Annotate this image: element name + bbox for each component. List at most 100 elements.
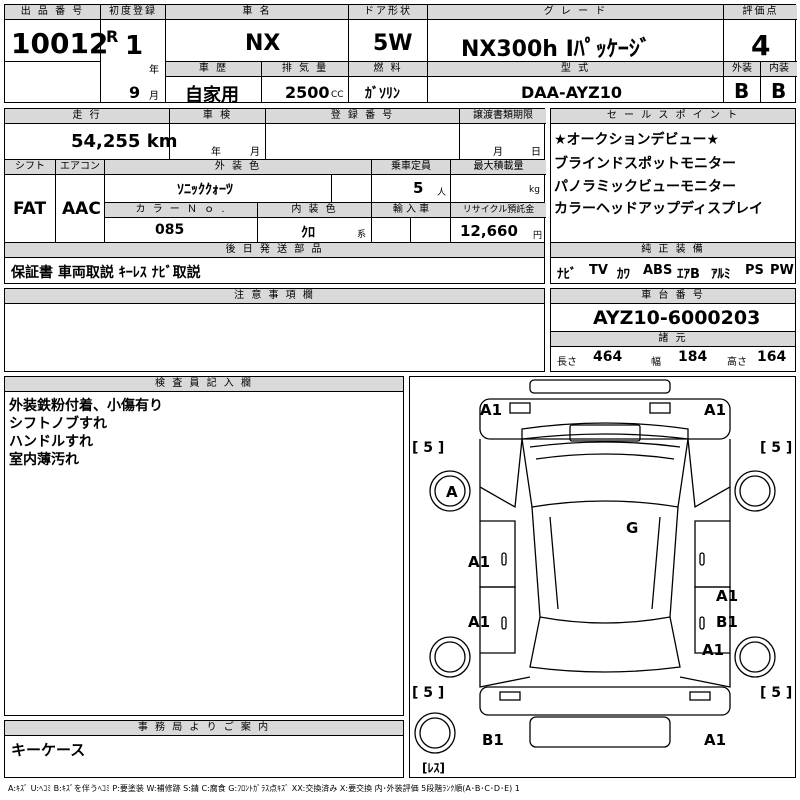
score-label: 評価点 xyxy=(724,5,797,20)
tire-tread-rr: [ 5 ] xyxy=(760,685,793,701)
damage-legend: A:ｷｽﾞ U:ﾍｺﾐ B:ｷｽﾞを伴うﾍｺﾐ P:要塗装 W:補修跡 S:錆 … xyxy=(8,784,520,793)
damage-mark: B1 xyxy=(482,731,504,749)
damage-mark: A1 xyxy=(716,587,739,605)
color-no: 085 xyxy=(155,222,185,238)
equipment-item: PW xyxy=(770,263,794,278)
car-name: NX xyxy=(245,31,281,56)
selling-point: ★オークションデビュー★ xyxy=(554,132,720,148)
office-title: 事 務 局 よ り ご 案 内 xyxy=(5,721,403,736)
tire-tread-fl: [ 5 ] xyxy=(412,440,445,456)
exterior-label: 外装 xyxy=(724,62,760,77)
interior-color: ｸﾛ xyxy=(301,225,315,241)
first-reg-label: 初度登録 xyxy=(101,5,165,20)
grade-label: グ レ ー ド xyxy=(428,5,723,20)
inspection-label: 車 検 xyxy=(170,109,265,124)
door-type: 5W xyxy=(373,31,413,56)
chassis-title: 車 台 番 号 xyxy=(551,289,795,304)
damage-mark: A1 xyxy=(468,553,491,571)
ac-label: エアコン xyxy=(56,160,104,175)
height-label: 高さ xyxy=(727,357,747,368)
shift: FAT xyxy=(13,199,47,219)
load-label: 最大積載量 xyxy=(451,160,546,175)
interior-label: 内装 xyxy=(761,62,797,77)
equipment-item: ｶﾜ xyxy=(617,267,630,282)
damage-mark: A1 xyxy=(704,401,727,419)
later-parts-text: 保証書 車両取説 ｷｰﾚｽ ﾅﾋﾞ取説 xyxy=(11,265,201,281)
damage-mark: B1 xyxy=(716,613,738,631)
era: R xyxy=(106,27,119,46)
equipment-item: PS xyxy=(745,263,764,278)
score: 4 xyxy=(751,29,771,62)
selling-point: パノラミックビューモニター xyxy=(554,179,736,195)
length: 464 xyxy=(593,349,623,365)
office-block: 事 務 局 よ り ご 案 内 キーケース xyxy=(4,720,404,778)
damage-mark: A1 xyxy=(480,401,503,419)
lot-label: 出 品 番 号 xyxy=(5,5,100,20)
later-parts-block: 後 日 発 送 部 品 保証書 車両取説 ｷｰﾚｽ ﾅﾋﾞ取説 xyxy=(4,242,545,284)
capacity: 5 xyxy=(413,179,424,197)
transfer-month-unit: 月 xyxy=(493,147,503,158)
history: 自家用 xyxy=(185,85,239,106)
capacity-unit: 人 xyxy=(437,188,447,198)
recycle-unit: 円 xyxy=(533,231,543,241)
car-diagram: [ 5 ] [ 5 ] [ 5 ] [ 5 ] [ﾚｽ] A1 A1 A G A… xyxy=(409,376,796,778)
displacement: 2500 xyxy=(285,83,330,102)
length-label: 長さ xyxy=(557,357,577,368)
equipment-item: TV xyxy=(589,263,608,278)
mileage: 54,255 km xyxy=(71,131,178,152)
inspection-year-unit: 年 xyxy=(211,147,221,158)
history-label: 車 歴 xyxy=(166,62,261,77)
reg-year: 1 xyxy=(125,31,144,61)
car-outline xyxy=(414,379,776,754)
inspector-line: 外装鉄粉付着、小傷有り xyxy=(9,398,163,414)
header-block: 出 品 番 号 10012 初度登録 R 1 年 9 月 車 名 NX ドア形状… xyxy=(4,4,797,106)
interior-color-unit: 系 xyxy=(357,230,367,240)
displacement-label: 排 気 量 xyxy=(262,62,348,77)
later-parts-title: 後 日 発 送 部 品 xyxy=(5,243,544,258)
transfer-day-unit: 日 xyxy=(531,147,541,158)
recycle-label: リサイクル預託金 xyxy=(451,203,546,218)
damage-mark: A1 xyxy=(704,731,727,749)
width: 184 xyxy=(678,349,708,365)
load-unit: kg xyxy=(529,185,540,195)
damage-mark: A xyxy=(446,483,458,501)
reg-month: 9 xyxy=(129,83,141,102)
selling-point: カラーヘッドアップディスプレイ xyxy=(554,201,764,217)
shift-label: シフト xyxy=(5,160,55,175)
inspector-block: 検 査 員 記 入 欄 外装鉄粉付着、小傷有り シフトノブすれ ハンドルすれ 室… xyxy=(4,376,404,716)
reg-month-unit: 月 xyxy=(149,91,159,102)
model: DAA-AYZ10 xyxy=(521,83,622,102)
inspector-title: 検 査 員 記 入 欄 xyxy=(5,377,403,392)
damage-mark: A1 xyxy=(468,613,491,631)
dims-title: 諸 元 xyxy=(551,332,795,347)
inspector-line: 室内薄汚れ xyxy=(9,452,79,468)
color: ｿﾆｯｸｸｫｰﾂ xyxy=(177,182,233,198)
damage-mark: G xyxy=(626,519,639,537)
spare-label: [ﾚｽ] xyxy=(422,761,445,775)
model-label: 型 式 xyxy=(428,62,723,77)
transfer-label: 譲渡書類期限 xyxy=(460,109,546,124)
inspection-month-unit: 月 xyxy=(250,147,260,158)
notes-block: 注 意 事 項 欄 xyxy=(4,288,545,372)
color-no-label: カ ラ ー Ｎ ｏ . xyxy=(105,203,257,218)
equipment-item: ABS xyxy=(643,263,673,278)
door-label: ドア形状 xyxy=(349,5,427,20)
selling-points-block: セ ー ル ス ポ イ ン ト ★オークションデビュー★ ブラインドスポットモニ… xyxy=(550,108,796,243)
chassis-number: AYZ10-6000203 xyxy=(593,307,761,329)
mileage-label: 走 行 xyxy=(5,109,169,124)
interior-color-label: 内 装 色 xyxy=(258,203,371,218)
displacement-unit: CC xyxy=(331,90,344,100)
fuel-label: 燃 料 xyxy=(349,62,427,77)
fuel: ｶﾞｿﾘﾝ xyxy=(365,86,400,102)
import-label: 輸 入 車 xyxy=(372,203,450,218)
selling-points-title: セ ー ル ス ポ イ ン ト xyxy=(551,109,795,124)
width-label: 幅 xyxy=(651,357,661,368)
tire-tread-rl: [ 5 ] xyxy=(412,685,445,701)
color-label: 外 装 色 xyxy=(105,160,371,175)
equipment-item: ｴｱB xyxy=(677,267,700,282)
recycle-fee: 12,660 xyxy=(460,222,518,240)
equipment-item: ﾅﾋﾞ xyxy=(557,267,577,282)
equipment-item: ｱﾙﾐ xyxy=(711,267,731,282)
reg-no-label: 登 録 番 号 xyxy=(266,109,459,124)
notes-title: 注 意 事 項 欄 xyxy=(5,289,544,304)
